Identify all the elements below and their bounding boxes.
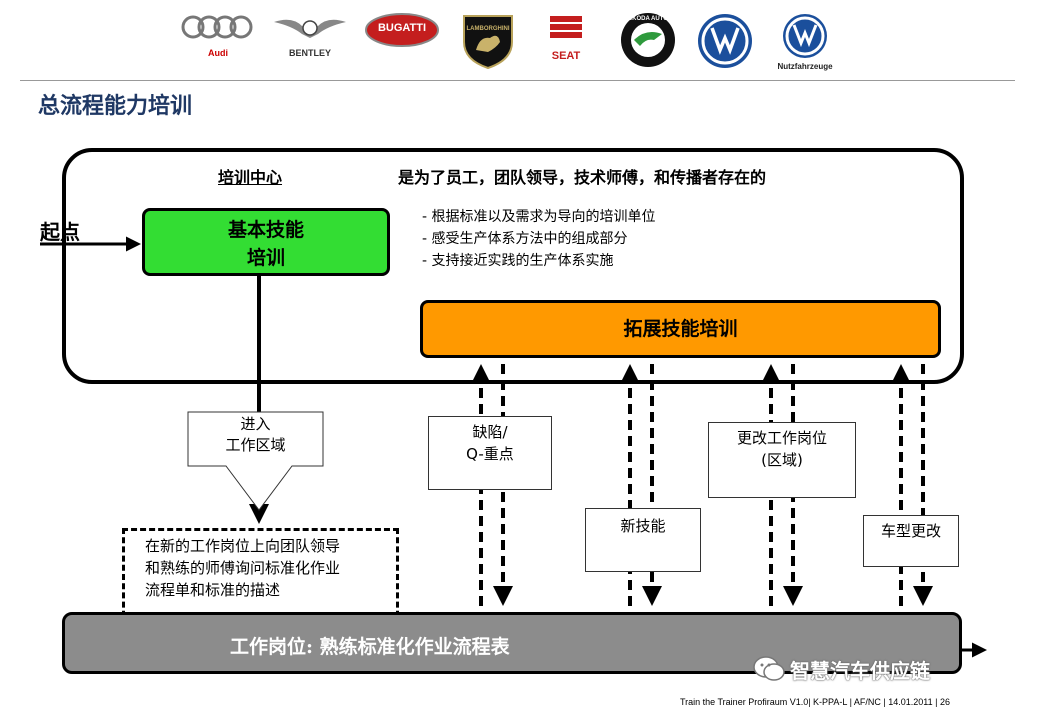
- training-center-bullets: - 根据标准以及需求为导向的培训单位 - 感受生产体系方法中的组成部分 - 支持…: [422, 206, 656, 272]
- basic-skill-training-box: 基本技能 培训: [142, 208, 390, 276]
- bentley-logo: BENTLEY: [272, 12, 348, 70]
- skoda-arrow-icon: [621, 13, 675, 67]
- note-line: 在新的工作岗位上向团队领导: [145, 537, 341, 555]
- bentley-caption: BENTLEY: [288, 48, 331, 58]
- enter-callout-line1: 进入: [240, 415, 271, 433]
- trigger-new-skill-box: 新技能: [585, 508, 701, 572]
- training-center-frame: [62, 148, 964, 384]
- vw-nutzfahrzeuge-badge-icon: [783, 14, 827, 58]
- vw-nutzfahrzeuge-caption: Nutzfahrzeuge: [777, 62, 833, 71]
- audi-rings-icon: [181, 15, 253, 39]
- watermark-text: 智慧汽车供应链: [790, 659, 930, 683]
- audi-logo: Audi: [180, 12, 256, 70]
- audi-caption: Audi: [208, 48, 228, 58]
- trigger-new-skill-label: 新技能: [620, 517, 666, 535]
- extended-skill-training-box: 拓展技能培训: [420, 300, 941, 358]
- bullet-item: - 根据标准以及需求为导向的培训单位: [422, 209, 656, 225]
- seat-logo: SEAT: [536, 12, 596, 70]
- bugatti-oval-icon: [365, 13, 439, 47]
- trigger-defect-box: 缺陷/ Q-重点: [428, 416, 552, 490]
- bullet-item: - 支持接近实践的生产体系实施: [422, 253, 614, 269]
- bentley-wings-icon: [274, 19, 346, 38]
- bugatti-logo: BUGATTI: [364, 12, 440, 70]
- trigger-model-label: 车型更改: [880, 522, 941, 540]
- trigger-position-line1: 更改工作岗位: [736, 429, 827, 447]
- page-title: 总流程能力培训: [38, 93, 193, 119]
- wechat-icon: [752, 654, 786, 688]
- note-line: 流程单和标准的描述: [145, 581, 281, 599]
- basic-skill-line2: 培训: [246, 247, 285, 269]
- trigger-position-change-box: 更改工作岗位 (区域): [708, 422, 856, 498]
- trigger-defect-line1: 缺陷/: [472, 423, 508, 441]
- bugatti-caption: BUGATTI: [377, 22, 427, 34]
- enter-work-area-callout: 进入 工作区域: [188, 414, 323, 456]
- vw-logo: [696, 12, 754, 70]
- training-center-label: 培训中心: [218, 168, 283, 187]
- seat-caption: SEAT: [551, 50, 581, 62]
- basic-skill-line1: 基本技能: [227, 219, 304, 241]
- trigger-position-line2: (区域): [761, 451, 803, 469]
- header-divider: [20, 80, 1015, 81]
- skoda-logo: ŠKODA AUTO: [618, 12, 678, 70]
- skoda-caption: ŠKODA AUTO: [628, 16, 668, 22]
- footer-text: Train the Trainer Profiraum V1.0| K-PPA-…: [680, 697, 950, 707]
- lamborghini-shield-icon: [463, 15, 513, 70]
- lamborghini-logo: LAMBORGHINI: [460, 12, 516, 70]
- vw-badge-icon: [698, 14, 752, 68]
- enter-callout-line2: 工作区域: [225, 436, 286, 454]
- workplace-label: 工作岗位: 熟练标准化作业流程表: [230, 636, 510, 658]
- start-label: 起点: [40, 220, 80, 244]
- note-line: 和熟练的师傅询问标准化作业: [145, 559, 341, 577]
- vw-nutzfahrzeuge-logo: Nutzfahrzeuge: [770, 12, 840, 71]
- workplace-bar: [62, 612, 962, 674]
- seat-s-icon: [550, 16, 582, 38]
- trigger-defect-line2: Q-重点: [466, 445, 514, 463]
- lamborghini-caption: LAMBORGHINI: [466, 26, 510, 32]
- bullet-item: - 感受生产体系方法中的组成部分: [422, 231, 628, 247]
- trigger-model-change-box: 车型更改: [863, 515, 959, 567]
- workarea-instructions-note: 在新的工作岗位上向团队领导 和熟练的师傅询问标准化作业 流程单和标准的描述: [122, 528, 399, 626]
- training-center-description: 是为了员工，团队领导，技术师傅，和传播者存在的: [398, 168, 767, 187]
